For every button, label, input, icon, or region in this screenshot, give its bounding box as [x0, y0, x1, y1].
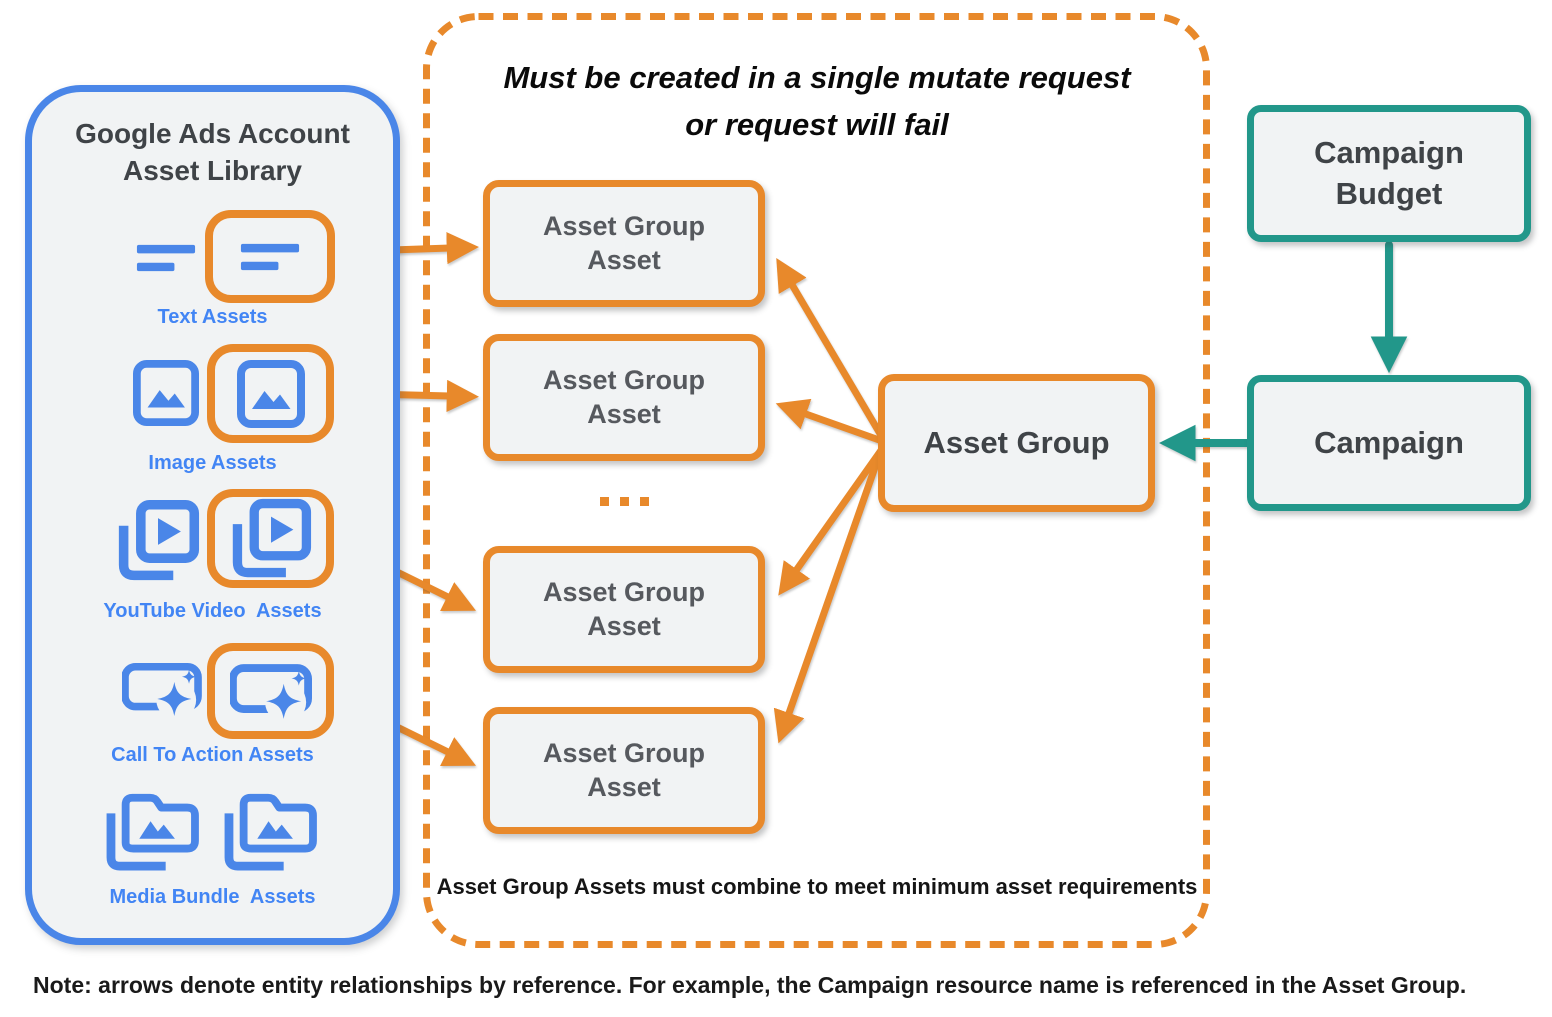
- asset-group-asset-label: Asset Group Asset: [542, 364, 706, 429]
- text-asset-highlight-box: [205, 210, 335, 303]
- mutate-request-title-line2: or request will fail: [685, 107, 949, 142]
- arrow-asset-group-to-aga-3: [778, 445, 886, 596]
- call-to-action-icon: [230, 663, 312, 720]
- campaign-box: Campaign: [1247, 375, 1531, 511]
- media-bundle-assets-label: Media Bundle Assets: [109, 886, 316, 908]
- image-assets-label: Image Assets: [148, 452, 277, 474]
- campaign-budget-box: Campaign Budget: [1247, 105, 1531, 242]
- video-library-icon: [230, 498, 312, 580]
- asset-group-asset-label: Asset Group Asset: [542, 737, 706, 802]
- text-lines-icon: [239, 242, 301, 272]
- call-to-action-assets-label: Call To Action Assets: [111, 744, 314, 766]
- campaign-budget-label: Campaign Budget: [1314, 135, 1464, 211]
- cta-asset-highlight-box: [207, 643, 334, 739]
- asset-library-title: Google Ads Account Asset Library: [25, 115, 400, 189]
- asset-group-label: Asset Group: [923, 424, 1110, 460]
- ellipsis-dot: [599, 497, 609, 506]
- asset-group-box: Asset Group: [878, 374, 1155, 512]
- mutate-request-title-line1: Must be created in a single mutate reque…: [503, 60, 1131, 95]
- media-bundle-icon: [103, 788, 201, 872]
- asset-group-asset-box-3: Asset Group Asset: [483, 546, 765, 673]
- media-bundle-icon: [221, 788, 319, 872]
- arrow-asset-group-to-aga-4: [773, 449, 884, 744]
- youtube-video-assets-label: YouTube Video Assets: [103, 600, 322, 622]
- mutate-request-title: Must be created in a single mutate reque…: [427, 54, 1207, 148]
- image-icon: [133, 360, 199, 426]
- image-asset-highlight-box: [207, 344, 334, 443]
- asset-group-asset-box-2: Asset Group Asset: [483, 334, 765, 461]
- image-icon: [237, 360, 305, 428]
- ellipsis-dot: [619, 497, 629, 506]
- call-to-action-icon: [122, 662, 202, 717]
- campaign-label: Campaign: [1314, 424, 1464, 460]
- asset-group-asset-box-4: Asset Group Asset: [483, 707, 765, 834]
- asset-library-title-line1: Google Ads Account: [75, 118, 350, 149]
- text-lines-icon: [135, 243, 197, 273]
- mutate-footnote: Asset Group Assets must combine to meet …: [436, 874, 1198, 899]
- video-asset-highlight-box: [207, 489, 334, 588]
- ellipsis-dot: [639, 497, 649, 506]
- arrow-asset-group-to-aga-2: [775, 398, 886, 445]
- asset-group-asset-label: Asset Group Asset: [542, 576, 706, 641]
- text-assets-label: Text Assets: [157, 306, 268, 328]
- asset-group-asset-box-1: Asset Group Asset: [483, 180, 765, 307]
- bottom-note: Note: arrows denote entity relationships…: [33, 972, 1467, 998]
- asset-group-asset-label: Asset Group Asset: [542, 210, 706, 275]
- video-library-icon: [116, 499, 200, 583]
- arrow-asset-group-to-aga-1: [776, 258, 886, 441]
- asset-library-title-line2: Asset Library: [123, 155, 302, 186]
- ellipsis-dots: [483, 497, 765, 506]
